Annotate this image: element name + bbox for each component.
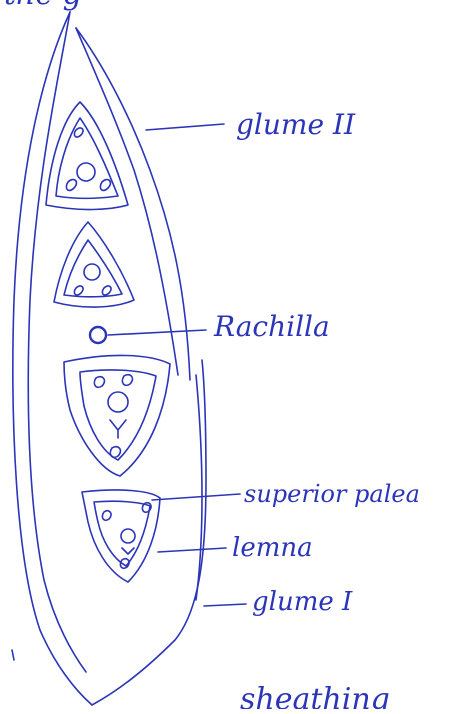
outer-glume-outline (12, 11, 207, 706)
leader-rachilla (107, 329, 207, 336)
inner-glume-outline (75, 27, 191, 381)
floret-4-ovary (120, 528, 136, 544)
floret-2-ovary (83, 263, 101, 281)
floret-1-ovary (76, 162, 96, 182)
floret-1-inner (55, 117, 119, 200)
floret-1-outer (45, 101, 129, 211)
label-glume-2: glume II (236, 108, 356, 141)
floret-1-stamen-a (65, 178, 78, 192)
floret-4-stamen-b (141, 501, 152, 514)
floret-4-outer (81, 489, 161, 583)
floret-2-stamen-a (73, 285, 84, 296)
floret-3-outer (63, 354, 171, 477)
label-top-partial: the g (4, 0, 82, 12)
label-rachilla: Rachilla (213, 310, 330, 343)
stray-mark (11, 649, 15, 661)
leader-superior-palea (151, 493, 241, 501)
floret-3-stamen-c (109, 445, 122, 459)
floret-3-stamen-a (93, 375, 106, 389)
rachilla-circle (88, 325, 108, 345)
floret-3-stamen-b (121, 373, 134, 387)
floret-2-outer (53, 221, 135, 308)
floret-4-stamen-c (119, 557, 130, 570)
floret-3-inner (79, 369, 157, 461)
label-lemma: lemna (232, 533, 313, 563)
floret-1-stamen-c (73, 127, 84, 138)
label-superior-palea: superior palea (244, 480, 420, 508)
floret-3-ovary (107, 391, 129, 413)
floret-4-inner (93, 500, 151, 567)
outer-glume-inner-line (27, 11, 87, 673)
label-glume-1: glume I (252, 587, 353, 617)
floret-4-stigma (121, 547, 135, 555)
floret-2-stamen-b (101, 285, 112, 296)
inner-glume-inner-line (75, 27, 179, 376)
floret-1-stamen-b (99, 178, 112, 192)
leader-glume-1 (203, 603, 247, 607)
leader-glume-2 (145, 123, 225, 131)
label-bottom-partial: sheathing (240, 682, 390, 709)
floret-3-stigma (109, 419, 127, 439)
floret-2-inner (63, 239, 123, 298)
leader-lemma (157, 547, 227, 553)
floret-4-stamen-a (101, 509, 112, 522)
